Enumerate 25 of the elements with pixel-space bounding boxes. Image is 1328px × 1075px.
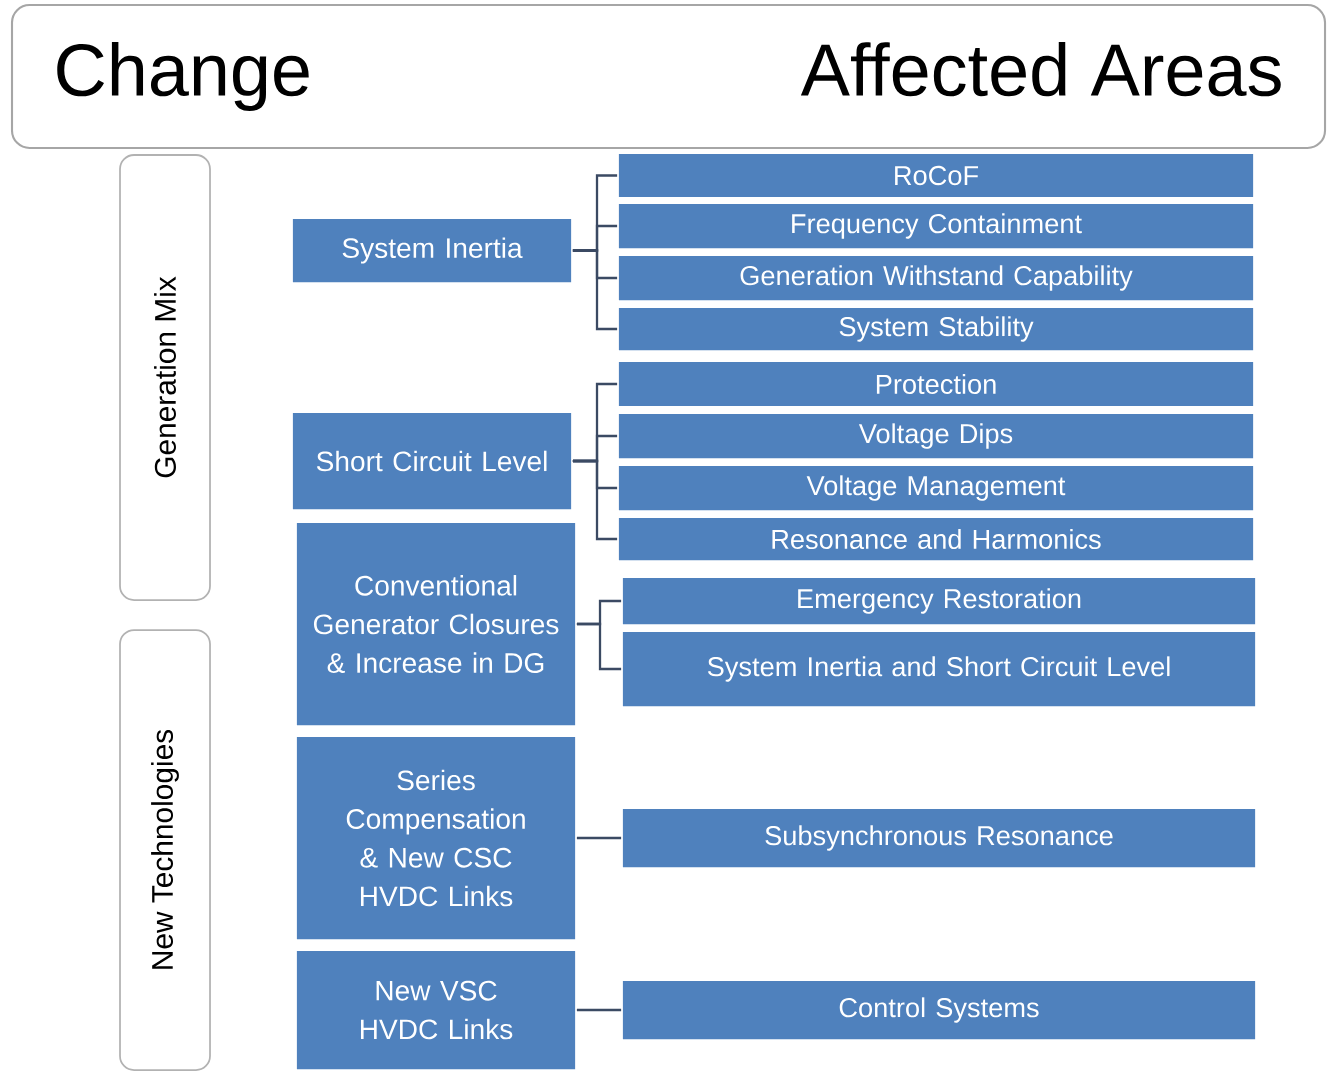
area-box: Voltage Management	[617, 464, 1255, 512]
change-box: Conventional Generator Closures & Increase in DG	[295, 521, 577, 727]
area-box: Generation Withstand Capability	[617, 254, 1255, 302]
change-box: New VSC HVDC Links	[295, 949, 577, 1071]
connector-line	[576, 836, 622, 840]
change-box: Short Circuit Level	[291, 411, 573, 511]
area-box: Subsynchronous Resonance	[621, 807, 1257, 869]
connector-line	[576, 622, 622, 671]
area-box: RoCoF	[617, 152, 1255, 199]
area-box: Protection	[617, 360, 1255, 408]
header-box: Change Affected Areas	[10, 3, 1327, 150]
category-tab: Generation Mix	[119, 154, 211, 601]
area-box: System Inertia and Short Circuit Level	[621, 630, 1257, 708]
connector-line	[576, 1008, 622, 1012]
area-box: System Stability	[617, 306, 1255, 352]
change-box: System Inertia	[291, 217, 573, 284]
connector-line	[572, 459, 618, 541]
connector-line	[572, 249, 618, 331]
area-box: Control Systems	[621, 979, 1257, 1041]
area-box: Frequency Containment	[617, 202, 1255, 250]
change-box: Series Compensation & New CSC HVDC Links	[295, 735, 577, 941]
area-box: Voltage Dips	[617, 412, 1255, 460]
category-tab: New Technologies	[119, 629, 211, 1071]
area-box: Resonance and Harmonics	[617, 516, 1255, 562]
area-box: Emergency Restoration	[621, 576, 1257, 626]
